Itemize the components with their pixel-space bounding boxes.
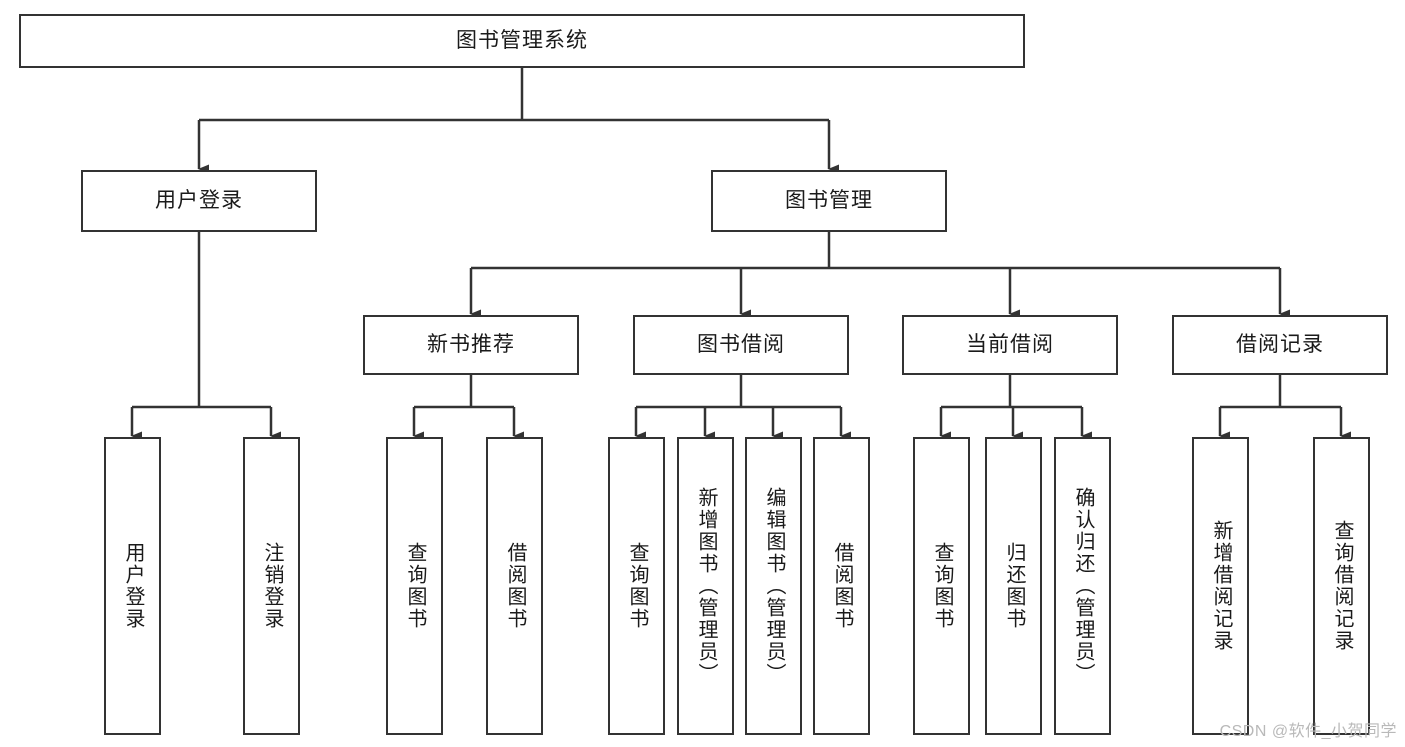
- node-leaf-user-login[interactable]: 用户登录: [104, 437, 161, 735]
- node-label-leaf-query-book-current: 查询图书: [931, 542, 953, 630]
- node-label-user-login: 用户登录: [155, 189, 243, 213]
- node-leaf-query-book-recommend[interactable]: 查询图书: [386, 437, 443, 735]
- node-label-leaf-logout: 注销登录: [261, 542, 283, 630]
- node-label-leaf-user-login: 用户登录: [122, 542, 144, 630]
- node-leaf-borrow-book-recommend[interactable]: 借阅图书: [486, 437, 543, 735]
- node-leaf-query-book-borrow[interactable]: 查询图书: [608, 437, 665, 735]
- node-leaf-logout[interactable]: 注销登录: [243, 437, 300, 735]
- node-leaf-query-borrow-record[interactable]: 查询借阅记录: [1313, 437, 1370, 735]
- node-leaf-add-book[interactable]: 新增图书（管理员）: [677, 437, 734, 735]
- node-label-leaf-query-book-recommend: 查询图书: [404, 542, 426, 630]
- node-label-leaf-borrow-book: 借阅图书: [831, 542, 853, 630]
- node-book-management[interactable]: 图书管理: [711, 170, 947, 232]
- node-leaf-edit-book[interactable]: 编辑图书（管理员）: [745, 437, 802, 735]
- node-label-borrow-record: 借阅记录: [1236, 333, 1324, 357]
- node-new-book-recommend[interactable]: 新书推荐: [363, 315, 579, 375]
- node-leaf-add-borrow-record[interactable]: 新增借阅记录: [1192, 437, 1249, 735]
- node-leaf-confirm-return[interactable]: 确认归还（管理员）: [1054, 437, 1111, 735]
- node-leaf-borrow-book[interactable]: 借阅图书: [813, 437, 870, 735]
- node-root[interactable]: 图书管理系统: [19, 14, 1025, 68]
- node-label-leaf-borrow-book-recommend: 借阅图书: [504, 542, 526, 630]
- node-label-book-borrow: 图书借阅: [697, 333, 785, 357]
- node-leaf-query-book-current[interactable]: 查询图书: [913, 437, 970, 735]
- node-label-current-borrow: 当前借阅: [966, 333, 1054, 357]
- node-user-login[interactable]: 用户登录: [81, 170, 317, 232]
- node-label-leaf-add-book: 新增图书（管理员）: [695, 487, 717, 685]
- node-label-root: 图书管理系统: [456, 29, 588, 53]
- node-borrow-record[interactable]: 借阅记录: [1172, 315, 1388, 375]
- node-leaf-return-book[interactable]: 归还图书: [985, 437, 1042, 735]
- node-label-leaf-add-borrow-record: 新增借阅记录: [1210, 520, 1232, 652]
- node-label-book-management: 图书管理: [785, 189, 873, 213]
- node-label-leaf-confirm-return: 确认归还（管理员）: [1072, 487, 1094, 685]
- node-label-leaf-edit-book: 编辑图书（管理员）: [763, 487, 785, 685]
- node-label-leaf-query-book-borrow: 查询图书: [626, 542, 648, 630]
- node-label-new-book-recommend: 新书推荐: [427, 333, 515, 357]
- node-current-borrow[interactable]: 当前借阅: [902, 315, 1118, 375]
- node-label-leaf-return-book: 归还图书: [1003, 542, 1025, 630]
- node-book-borrow[interactable]: 图书借阅: [633, 315, 849, 375]
- node-label-leaf-query-borrow-record: 查询借阅记录: [1331, 520, 1353, 652]
